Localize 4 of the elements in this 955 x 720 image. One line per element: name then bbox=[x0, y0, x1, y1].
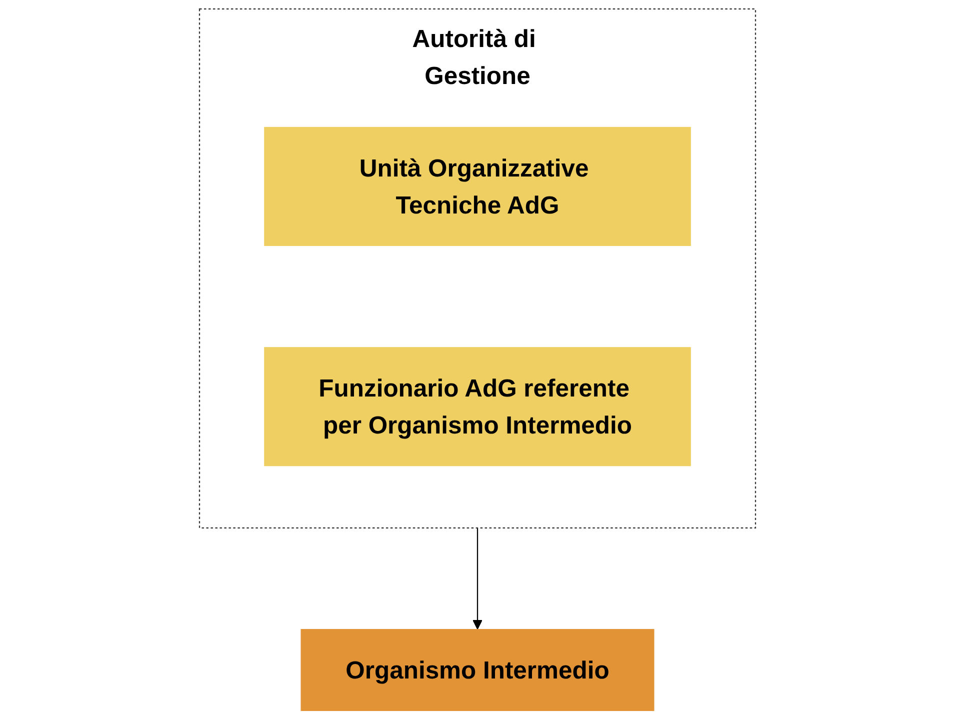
node-box: Unità Organizzative Tecniche AdG bbox=[264, 126, 691, 246]
node-box: Organismo Intermedio bbox=[300, 629, 654, 712]
arrow bbox=[472, 528, 482, 630]
node-box: Funzionario AdG referente per Organismo Intermedio bbox=[264, 347, 691, 466]
